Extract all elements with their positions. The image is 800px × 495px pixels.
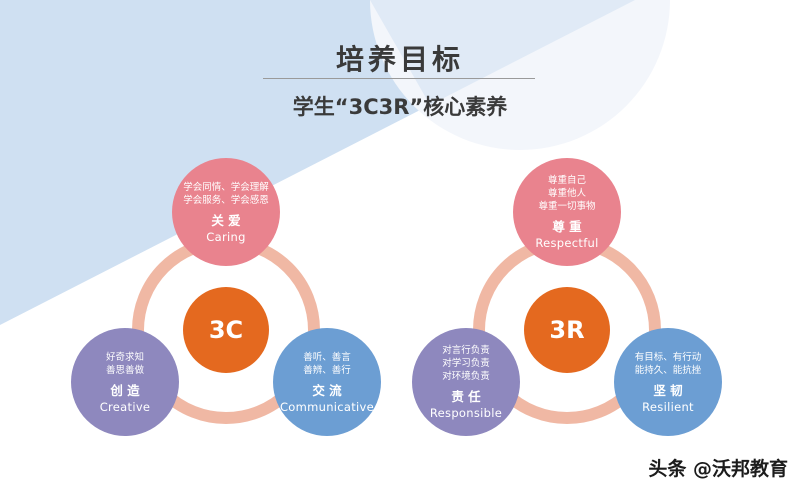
desc-line: 对言行负责 xyxy=(442,345,490,356)
core-3r: 3R xyxy=(524,287,610,373)
node-responsible-cn: 责 任 xyxy=(451,389,481,404)
node-caring: 学会同情、学会理解 学会服务、学会感恩 关 爱 Caring xyxy=(172,158,280,266)
desc-line: 好奇求知 xyxy=(105,351,144,363)
node-resilient-en: Resilient xyxy=(642,399,694,414)
node-creative-en: Creative xyxy=(99,399,151,414)
node-resilient-cn: 坚 韧 xyxy=(653,382,683,398)
node-caring-cn: 关 爱 xyxy=(211,212,241,228)
desc-line: 有目标、有行动 xyxy=(634,351,702,363)
node-communicative-cn: 交 流 xyxy=(312,382,342,398)
node-creative-cn: 创 造 xyxy=(110,382,140,398)
desc-line: 尊重自己 xyxy=(547,175,586,186)
node-communicative: 善听、善言 善辨、善行 交 流 Communicative xyxy=(273,328,381,436)
desc-line: 学会服务、学会感恩 xyxy=(183,194,269,206)
desc-line: 对环境负责 xyxy=(442,371,490,382)
desc-line: 学会同情、学会理解 xyxy=(183,181,269,193)
page-subtitle: 学生“3C3R”核心素养 xyxy=(292,95,508,119)
node-respectful: 尊重自己 尊重他人 尊重一切事物 尊 重 Respectful xyxy=(513,158,621,266)
desc-line: 善思善做 xyxy=(105,364,144,376)
core-3r-label: 3R xyxy=(549,316,585,344)
node-creative-desc: 好奇求知 善思善做 xyxy=(106,351,144,377)
node-caring-en: Caring xyxy=(206,229,246,244)
node-caring-desc: 学会同情、学会理解 学会服务、学会感恩 xyxy=(183,181,269,207)
desc-line: 善听、善言 xyxy=(303,351,351,363)
node-communicative-en: Communicative xyxy=(279,399,375,414)
node-resilient: 有目标、有行动 能持久、能抗挫 坚 韧 Resilient xyxy=(614,328,722,436)
node-respectful-en: Respectful xyxy=(535,236,599,250)
desc-line: 善辨、善行 xyxy=(303,364,351,376)
node-responsible: 对言行负责 对学习负责 对环境负责 责 任 Responsible xyxy=(412,328,520,436)
node-respectful-cn: 尊 重 xyxy=(552,219,582,234)
node-resilient-desc: 有目标、有行动 能持久、能抗挫 xyxy=(635,351,702,377)
core-3c-label: 3C xyxy=(208,316,244,344)
page-title: 培养目标 xyxy=(335,43,464,76)
node-responsible-en: Responsible xyxy=(429,406,503,420)
node-responsible-desc: 对言行负责 对学习负责 对环境负责 xyxy=(442,344,490,383)
node-communicative-desc: 善听、善言 善辨、善行 xyxy=(303,351,351,377)
node-creative: 好奇求知 善思善做 创 造 Creative xyxy=(71,328,179,436)
desc-line: 尊重一切事物 xyxy=(538,201,596,212)
desc-line: 尊重他人 xyxy=(547,188,586,199)
desc-line: 能持久、能抗挫 xyxy=(634,364,702,376)
core-3c: 3C xyxy=(183,287,269,373)
node-respectful-desc: 尊重自己 尊重他人 尊重一切事物 xyxy=(538,174,595,213)
title-divider xyxy=(263,78,535,79)
watermark: 头条 @沃邦教育 xyxy=(648,458,788,480)
desc-line: 对学习负责 xyxy=(442,358,490,369)
